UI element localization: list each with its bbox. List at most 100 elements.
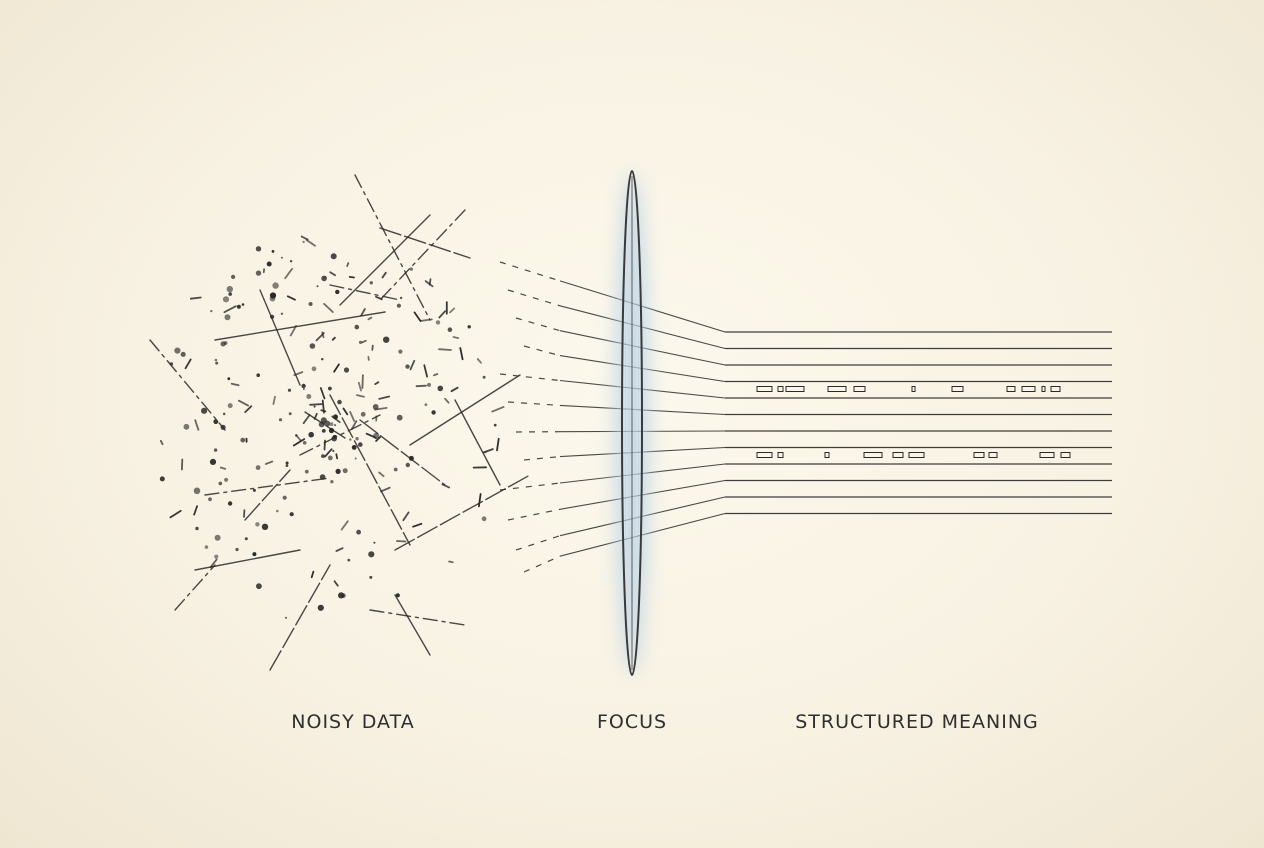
noise-dash	[223, 305, 237, 314]
noise-dot	[227, 403, 233, 409]
noise-dot	[330, 431, 333, 434]
ray-dashed-segment	[523, 345, 561, 357]
noise-dot	[396, 414, 403, 421]
noise-dot	[328, 386, 332, 391]
noise-line	[454, 399, 501, 486]
noise-dash	[415, 384, 427, 388]
noise-dash	[476, 358, 482, 364]
noise-dot	[398, 349, 403, 354]
noise-dot	[180, 351, 186, 357]
encoded-block	[785, 386, 805, 392]
noise-dot	[222, 296, 230, 303]
encoded-block	[1041, 386, 1046, 392]
noise-dot	[304, 469, 309, 474]
noise-dot	[285, 461, 289, 465]
noise-dot	[269, 295, 276, 302]
noise-dot	[236, 304, 241, 309]
noise-dot	[317, 604, 324, 611]
structured-lines	[725, 331, 1112, 515]
noise-dash	[420, 318, 433, 322]
noise-dash	[356, 394, 365, 398]
noise-dash	[477, 493, 482, 508]
noise-dash	[184, 358, 192, 370]
noise-dot	[309, 343, 316, 349]
noise-dot	[214, 358, 218, 362]
ray-dashed-segment	[515, 535, 561, 551]
focus-lens	[614, 170, 650, 676]
noise-dot	[335, 468, 341, 474]
noise-dash	[310, 570, 315, 579]
noise-dot	[337, 399, 342, 405]
noise-line	[354, 174, 431, 321]
noise-dot	[356, 529, 361, 535]
noise-dash	[309, 403, 323, 406]
noise-dot	[431, 410, 436, 415]
noise-dash	[371, 344, 374, 351]
noise-dot	[285, 464, 289, 467]
noise-dash	[323, 439, 326, 451]
noise-dot	[227, 501, 233, 506]
noise-dot	[280, 312, 284, 315]
noise-dot	[308, 302, 313, 306]
noise-dot	[316, 285, 319, 288]
noise-dot	[427, 382, 431, 387]
noise-dash	[375, 436, 382, 442]
noise-dash	[423, 364, 429, 378]
noise-dash	[395, 540, 407, 543]
ray-dashed-segment	[507, 508, 561, 521]
converging-rays	[499, 261, 726, 573]
noise-dot	[227, 377, 231, 381]
noise-dot	[329, 422, 334, 426]
noise-dot	[226, 285, 233, 293]
noise-dash	[342, 407, 349, 416]
noise-dash	[340, 520, 349, 531]
noise-dot	[193, 487, 201, 495]
noise-dash	[374, 381, 380, 386]
encoded-block	[973, 452, 985, 458]
noise-line	[359, 419, 446, 486]
noise-line	[299, 414, 381, 456]
noise-dash	[333, 363, 340, 373]
noise-dot	[282, 495, 287, 500]
noise-dot	[210, 309, 213, 313]
noise-dash	[381, 271, 387, 279]
noise-dot	[280, 256, 283, 259]
noise-dash	[449, 307, 456, 314]
noise-dash	[319, 387, 326, 400]
noise-dot	[482, 375, 486, 379]
noise-dot	[320, 417, 327, 424]
noise-dot	[204, 545, 209, 549]
noise-dash	[193, 505, 199, 516]
noise-dot	[261, 523, 269, 530]
noisy-data-cluster	[149, 174, 531, 671]
noise-dot	[405, 462, 410, 468]
noise-dot	[222, 412, 226, 416]
noise-dash	[272, 395, 276, 405]
noise-dash	[315, 332, 325, 342]
noise-dot	[235, 547, 239, 552]
encoded-block	[908, 452, 925, 458]
lens-outline	[621, 170, 643, 676]
noise-dot	[244, 537, 248, 541]
noise-dot	[373, 541, 376, 544]
noise-dot	[308, 431, 315, 438]
noise-line	[369, 609, 466, 626]
noise-dot	[330, 480, 334, 484]
noise-dash	[320, 409, 327, 413]
noise-dot	[435, 320, 441, 325]
noise-dash	[378, 395, 391, 400]
noise-line	[149, 339, 226, 431]
encoded-block	[988, 452, 998, 458]
noise-line	[204, 477, 331, 496]
noise-dot	[405, 364, 410, 369]
noise-dot	[256, 373, 261, 378]
noise-line	[394, 594, 431, 656]
noise-dot	[272, 282, 279, 289]
noise-dash	[189, 296, 202, 300]
noise-dot	[437, 385, 444, 392]
noise-dash	[305, 239, 316, 247]
noise-dot	[183, 423, 190, 430]
noise-dash	[491, 405, 505, 413]
encoded-block	[777, 386, 784, 392]
noise-dot	[306, 394, 312, 399]
